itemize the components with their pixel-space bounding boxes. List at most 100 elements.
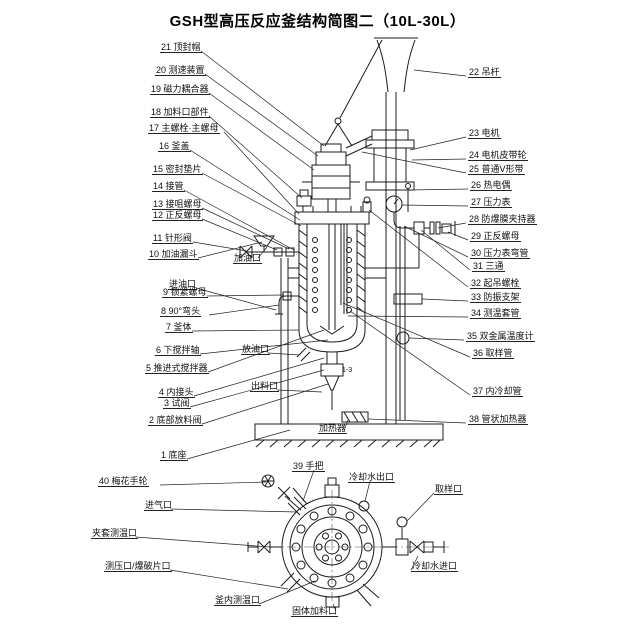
leader-line xyxy=(402,205,468,206)
flange-bolts xyxy=(292,507,372,587)
diagram-label: 加热器 xyxy=(318,423,348,434)
diagram-label: 38 管状加热器 xyxy=(468,414,528,425)
motor-assembly xyxy=(346,130,414,190)
leader-line xyxy=(343,303,470,357)
leader-line xyxy=(411,556,418,570)
diagram-label: 11 针形阀 xyxy=(152,233,193,244)
leader-line xyxy=(333,604,336,611)
leader-line xyxy=(205,74,318,156)
diagram-label: 25 普通V形带 xyxy=(468,164,525,175)
diagram-label: 测压口/爆破片口 xyxy=(104,561,172,572)
diagram-label: 2 底部放料阀 xyxy=(148,415,203,426)
diagram-label: 3 试阀 xyxy=(163,398,191,409)
leader-line xyxy=(422,299,468,301)
leader-line xyxy=(208,330,324,372)
diagram-label: 14 接管 xyxy=(152,181,185,192)
leader-line xyxy=(409,338,464,340)
leader-line xyxy=(268,353,300,355)
diagram-label: 放油口 xyxy=(241,344,271,355)
diagram-label: 1 底座 xyxy=(160,450,188,461)
leader-line xyxy=(184,190,294,250)
diagram-label: 出料口 xyxy=(250,381,280,392)
leader-line xyxy=(369,210,468,287)
diagram-label: 5 推进式搅拌器 xyxy=(145,363,209,374)
diagram-label: 冷却水出口 xyxy=(348,472,396,483)
leader-line xyxy=(207,295,284,296)
diagram-label: 28 防爆膜夹持器 xyxy=(468,214,537,225)
leader-line xyxy=(190,370,324,407)
leader-line xyxy=(194,358,324,396)
leader-line xyxy=(421,230,470,270)
diagram-label: 32 起吊螺栓 xyxy=(470,278,521,289)
diagram-label: 39 手把 xyxy=(292,461,325,472)
diagram-label: 4 内接头 xyxy=(158,387,195,398)
diagram-label: 29 正反螺母 xyxy=(470,231,521,242)
leader-line xyxy=(368,419,466,423)
diagram-label: 34 测温套管 xyxy=(470,308,521,319)
leader-line xyxy=(410,137,466,150)
leader-line xyxy=(202,173,301,226)
leader-line xyxy=(187,430,290,459)
leader-lines xyxy=(136,51,470,611)
leader-line xyxy=(412,159,466,160)
leader-line xyxy=(362,152,466,173)
diagram-label: 9 锁紧螺母 xyxy=(162,287,208,298)
diagram-label: 31 三通 xyxy=(472,261,505,272)
leader-line xyxy=(407,493,434,521)
diagram-label: 18 加料口部件 xyxy=(150,107,210,118)
leader-line xyxy=(192,330,299,331)
diagram-label: 加油口 xyxy=(233,253,263,264)
leader-line xyxy=(171,509,297,512)
leader-line xyxy=(259,581,315,604)
diagram-label: 取样口 xyxy=(434,484,464,495)
leader-line xyxy=(448,232,468,240)
leader-line xyxy=(277,390,322,392)
diagram-label: 40 梅花手轮 xyxy=(98,476,149,487)
leader-line xyxy=(170,570,288,589)
leader-line xyxy=(414,70,466,76)
leader-line xyxy=(350,311,470,395)
diagram-label: 8 90°弯头 xyxy=(160,306,202,317)
leader-line xyxy=(365,481,370,501)
diagram-label: 17 主螺栓·主螺母 xyxy=(148,123,220,134)
leader-line xyxy=(190,150,300,220)
diagram-label: 7 釜体 xyxy=(165,322,193,333)
vessel-assembly xyxy=(295,190,371,422)
diagram-label: 23 电机 xyxy=(468,128,501,139)
leader-line xyxy=(209,116,302,198)
leader-line xyxy=(198,242,262,258)
leader-line xyxy=(202,384,328,424)
diagram-label: 夹套测温口 xyxy=(91,528,139,539)
leader-line xyxy=(303,470,314,501)
page-title: GSH型高压反应釜结构简图二（10L-30L） xyxy=(169,13,466,30)
leader-line xyxy=(410,189,468,190)
diagram-label: 21 顶封帽 xyxy=(160,42,202,53)
leader-line xyxy=(209,93,314,170)
diagram-label: 6 下搅拌轴 xyxy=(155,345,201,356)
diagram-label: 12 正反螺母 xyxy=(152,210,203,221)
leader-line xyxy=(196,288,276,310)
diagram-label: 1-3 xyxy=(342,367,353,374)
diagram-label: 22 吊杆 xyxy=(468,67,501,78)
leader-line xyxy=(209,305,279,315)
diagram-label: 16 釜盖 xyxy=(158,141,191,152)
diagram-label: 35 双金属温度计 xyxy=(466,331,535,342)
leader-line xyxy=(160,482,266,485)
leader-line xyxy=(258,247,267,258)
leader-line xyxy=(404,226,468,257)
diagram-label: 27 压力表 xyxy=(470,197,512,208)
leader-line xyxy=(345,420,348,428)
diagram-label: 33 防振支架 xyxy=(470,292,521,303)
diagram-label: 固体加料口 xyxy=(291,606,339,617)
diagram-label: 进油口 xyxy=(168,279,198,290)
drive-assembly xyxy=(302,144,360,212)
diagram-label: 19 磁力耦合器 xyxy=(150,84,210,95)
leader-line xyxy=(224,132,299,214)
leader-line xyxy=(348,316,468,317)
leader-line xyxy=(193,242,247,251)
leader-line xyxy=(201,51,324,146)
diagram-label: 15 密封垫片 xyxy=(152,164,203,175)
diagram-label: 13 接咀螺母 xyxy=(152,199,203,210)
